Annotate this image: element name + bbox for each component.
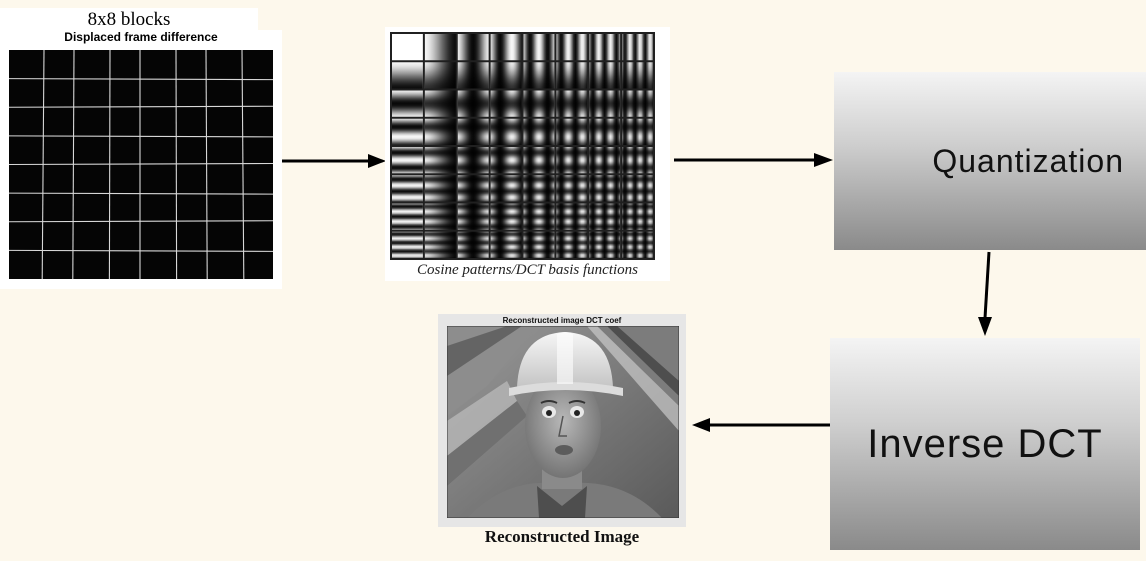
dct-basis-cell-overlay bbox=[589, 203, 621, 230]
dct-basis-cell-overlay bbox=[490, 147, 522, 174]
dct-basis-cell-overlay bbox=[556, 175, 588, 202]
dct-basis-cell-overlay bbox=[622, 147, 653, 174]
dct-basis-cell-overlay bbox=[490, 231, 522, 258]
dct-basis-cell-overlay bbox=[392, 203, 423, 230]
dct-basis-cell-overlay bbox=[523, 118, 555, 145]
dct-basis-cell-overlay bbox=[392, 231, 423, 258]
dct-basis-cell bbox=[424, 34, 456, 61]
block-grid bbox=[9, 50, 273, 279]
dct-basis-cell-overlay bbox=[622, 231, 653, 258]
dct-basis-cell-overlay bbox=[490, 118, 522, 145]
dct-basis-cell-overlay bbox=[523, 147, 555, 174]
dct-basis-cell-overlay bbox=[490, 175, 522, 202]
arrow-to-dct bbox=[282, 154, 386, 168]
dfd-title: Displaced frame difference bbox=[64, 30, 218, 44]
dct-basis-cell-overlay bbox=[424, 203, 456, 230]
dct-basis-cell-overlay bbox=[589, 175, 621, 202]
dct-basis-cell-overlay bbox=[457, 147, 489, 174]
dct-basis-cell-overlay bbox=[392, 62, 423, 89]
dct-basis-cell-overlay bbox=[392, 90, 423, 117]
dct-basis-cell-overlay bbox=[424, 62, 456, 89]
dct-caption: Cosine patterns/DCT basis functions bbox=[416, 262, 638, 278]
building-stripes bbox=[447, 326, 679, 486]
dct-basis-cell bbox=[589, 34, 621, 61]
dct-basis-cell bbox=[523, 34, 555, 61]
dct-basis-cell-overlay bbox=[392, 118, 423, 145]
inverse-dct-box: Inverse DCT bbox=[830, 338, 1140, 550]
dct-basis-cell bbox=[622, 34, 653, 61]
dct-basis-cell-overlay bbox=[523, 62, 555, 89]
arrow-to-reconstructed bbox=[692, 418, 830, 432]
displaced-frame-difference-image bbox=[9, 50, 273, 279]
dct-basis-cell-overlay bbox=[589, 147, 621, 174]
quantization-box: Quantization bbox=[834, 72, 1146, 250]
dct-basis-cell bbox=[556, 34, 588, 61]
dct-basis-cell-overlay bbox=[589, 231, 621, 258]
dct-basis-cell-overlay bbox=[457, 90, 489, 117]
dct-basis-cell-overlay bbox=[523, 175, 555, 202]
reconstructed-title: Reconstructed image DCT coef bbox=[502, 316, 622, 325]
dct-basis-cell-overlay bbox=[424, 118, 456, 145]
dct-basis-cell-overlay bbox=[556, 147, 588, 174]
dct-basis-cell-overlay bbox=[622, 62, 653, 89]
dct-basis-cell bbox=[392, 34, 423, 61]
quantization-label: Quantization bbox=[932, 142, 1124, 179]
dct-basis-cell-overlay bbox=[490, 90, 522, 117]
dct-basis-cell-overlay bbox=[589, 90, 621, 117]
dct-basis-cell bbox=[490, 34, 522, 61]
reconstructed-image bbox=[447, 326, 679, 518]
dct-basis-cell-overlay bbox=[490, 203, 522, 230]
reconstructed-caption: Reconstructed Image bbox=[438, 527, 686, 547]
dct-basis-cell-overlay bbox=[490, 62, 522, 89]
dct-basis-cell-overlay bbox=[589, 62, 621, 89]
dct-basis-cell-overlay bbox=[589, 118, 621, 145]
dct-basis-cell-overlay bbox=[424, 90, 456, 117]
dct-basis-cell-overlay bbox=[622, 90, 653, 117]
dct-basis-cell-overlay bbox=[424, 175, 456, 202]
dct-basis-cell-overlay bbox=[424, 231, 456, 258]
dct-basis-cell-overlay bbox=[457, 203, 489, 230]
dct-basis-cell-overlay bbox=[457, 62, 489, 89]
dct-basis-cell-overlay bbox=[392, 147, 423, 174]
inverse-dct-label: Inverse DCT bbox=[867, 421, 1103, 466]
dct-basis-cell-overlay bbox=[457, 118, 489, 145]
dct-basis-cell-overlay bbox=[556, 118, 588, 145]
dct-basis-cell-overlay bbox=[457, 175, 489, 202]
arrow-to-inverse-dct bbox=[978, 251, 992, 336]
dct-basis-cell bbox=[457, 34, 489, 61]
dct-basis-cell-overlay bbox=[556, 231, 588, 258]
dct-basis-cell-overlay bbox=[523, 90, 555, 117]
dct-basis-cell-overlay bbox=[622, 118, 653, 145]
dct-basis-cell-overlay bbox=[622, 203, 653, 230]
dct-basis-cell-overlay bbox=[392, 175, 423, 202]
blocks-caption: 8x8 blocks bbox=[0, 8, 258, 30]
dct-basis-cell-overlay bbox=[523, 203, 555, 230]
dct-basis-cell-overlay bbox=[457, 231, 489, 258]
face bbox=[525, 374, 601, 478]
arrow-to-quantization bbox=[674, 153, 833, 167]
dct-basis-cell-overlay bbox=[556, 62, 588, 89]
dct-basis-cell-overlay bbox=[556, 203, 588, 230]
dct-basis-cell-overlay bbox=[556, 90, 588, 117]
dct-basis-functions-image bbox=[390, 32, 655, 260]
dct-basis-cell-overlay bbox=[424, 147, 456, 174]
dct-basis-cell-overlay bbox=[523, 231, 555, 258]
dct-basis-cell-overlay bbox=[622, 175, 653, 202]
